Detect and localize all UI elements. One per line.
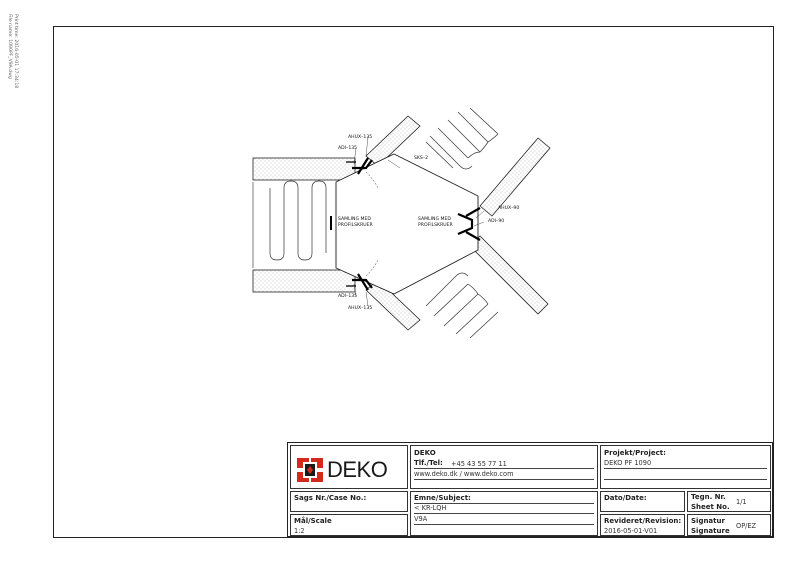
signature-label-1: Signatur <box>691 517 725 525</box>
scale-label: Mål/Scale <box>294 517 332 525</box>
project-value: DEKO PF 1090 <box>604 459 652 467</box>
label-samling-left-2: PROFILSKRUER <box>338 222 374 228</box>
label-samling-right-1: SAMLING MED <box>418 216 451 222</box>
tel-value: +45 43 55 77 11 <box>451 459 507 468</box>
label-ahux-135-top: AHUX–135 <box>348 134 372 140</box>
date-label: Dato/Date: <box>604 494 647 502</box>
right-lower-panel <box>469 235 549 315</box>
label-adi-135-top: ADI–135 <box>338 145 357 151</box>
subject-value-2: V9A <box>414 514 428 523</box>
tel-label: Tlf./Tel: <box>414 459 443 467</box>
drawing-no-label: Tegn. Nr. <box>691 493 726 501</box>
print-time: Print time: 2016-05-01 17:34:18 <box>13 14 18 89</box>
company-cell: DEKO Tlf./Tel: +45 43 55 77 11 www.deko.… <box>410 445 598 489</box>
web-value: www.deko.dk / www.deko.com <box>414 470 514 478</box>
subject-value: < KR-LQH <box>414 504 447 512</box>
deko-logo: DEKO <box>297 456 407 482</box>
lower-serpentine <box>425 275 499 338</box>
case-label: Sags Nr./Case No.: <box>294 494 367 502</box>
signature-label-2: Signature <box>691 527 730 535</box>
subject-label: Emne/Subject: <box>414 494 471 502</box>
project-label: Projekt/Project: <box>604 449 666 457</box>
print-info: Print time: 2016-05-01 17:34:18 File nam… <box>6 14 46 134</box>
label-ahux-90: AHUX–90 <box>498 205 519 211</box>
title-block: DEKO DEKO Tlf./Tel: +45 43 55 77 11 www.… <box>287 442 773 537</box>
label-sks-2: SKS–2 <box>414 155 428 161</box>
label-ahux-135-bottom: AHUX–135 <box>348 305 372 311</box>
technical-drawing: AHUX–135 ADI–135 SKS–2 SAMLING MED PROFI… <box>252 108 551 338</box>
profile-joints <box>352 157 481 291</box>
top-right-panel <box>365 115 421 167</box>
upper-serpentine <box>425 108 499 169</box>
central-profile <box>335 153 479 295</box>
revision-label: Revideret/Revision: <box>604 517 682 525</box>
revision-value: 2016-05-01-V01 <box>604 527 658 535</box>
logo-cell: DEKO <box>290 445 408 489</box>
left-top-panel <box>252 157 356 181</box>
sheet-cell: Tegn. Nr. Sheet No. 1/1 <box>687 491 771 512</box>
drawing-frame <box>53 26 774 538</box>
scale-cell: Mål/Scale 1:2 <box>290 514 408 536</box>
signature-value: OP/EZ <box>736 522 757 530</box>
label-samling-left-1: SAMLING MED <box>338 216 371 222</box>
label-adi-90: ADI–90 <box>488 218 504 224</box>
company-name: DEKO <box>414 449 436 457</box>
right-upper-panel <box>479 137 551 217</box>
sheet-no-label: Sheet No. <box>691 503 730 511</box>
left-bottom-panel <box>252 269 356 293</box>
label-adi-135-bottom: ADI–135 <box>338 293 357 299</box>
logo-text: DEKO <box>327 457 388 482</box>
sheet-value: 1/1 <box>736 498 747 506</box>
left-serpentine <box>269 180 327 261</box>
case-cell: Sags Nr./Case No.: <box>290 491 408 512</box>
scale-value: 1:2 <box>294 527 305 535</box>
revision-cell: Revideret/Revision: 2016-05-01-V01 <box>600 514 685 536</box>
subject-cell: Emne/Subject: < KR-LQH V9A <box>410 491 598 536</box>
date-cell: Dato/Date: <box>600 491 685 512</box>
file-name: File name: 1090PF_V9A.dwg <box>7 14 12 79</box>
signature-cell: Signatur Signature OP/EZ <box>687 514 771 536</box>
label-samling-right-2: PROFILSKRUER <box>418 222 454 228</box>
project-cell: Projekt/Project: DEKO PF 1090 <box>600 445 771 489</box>
deko-logo-icon <box>297 458 323 482</box>
